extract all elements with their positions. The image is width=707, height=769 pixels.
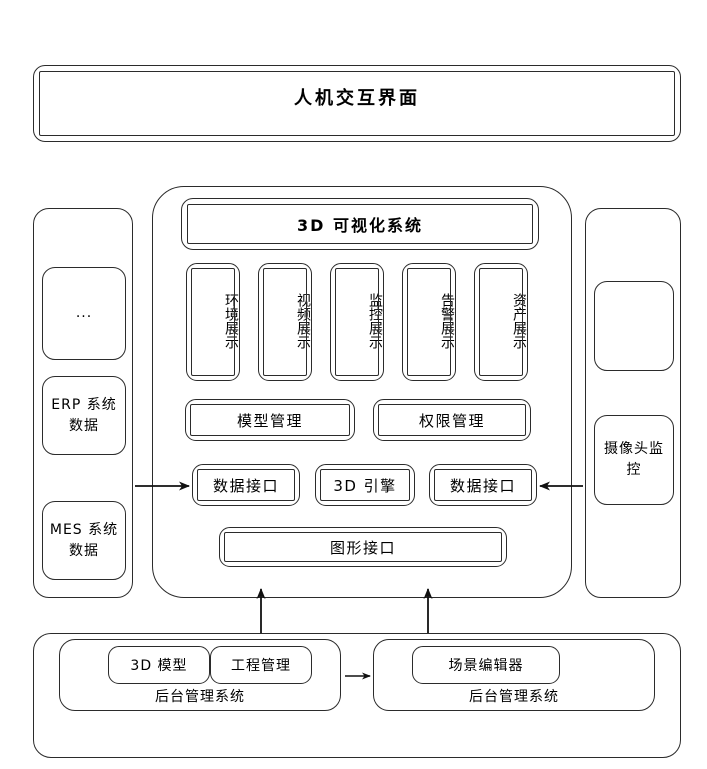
module-graphics-interface[interactable]: 图形接口: [219, 527, 507, 567]
backend-item-3d-model[interactable]: 3D 模型: [108, 646, 210, 684]
data-source-more[interactable]: ...: [42, 267, 126, 360]
human-machine-interface-label: 人机交互界面: [294, 88, 420, 109]
module-data-interface-left[interactable]: 数据接口: [192, 464, 300, 506]
module-data-interface-right[interactable]: 数据接口: [429, 464, 537, 506]
module-video-display[interactable]: 视频展示: [258, 263, 312, 381]
module-asset-display[interactable]: 资产展示: [474, 263, 528, 381]
camera-source-empty[interactable]: [594, 281, 674, 371]
data-source-mes[interactable]: MES 系统数据: [42, 501, 126, 580]
module-3d-engine[interactable]: 3D 引擎: [315, 464, 415, 506]
backend-item-project-management[interactable]: 工程管理: [210, 646, 312, 684]
module-permission-management[interactable]: 权限管理: [373, 399, 531, 441]
3d-visualization-system-header[interactable]: 3D 可视化系统: [181, 198, 539, 250]
data-source-column: ... ERP 系统数据 MES 系统数据: [33, 208, 133, 598]
3d-visualization-system-label: 3D 可视化系统: [297, 216, 423, 235]
backend-item-scene-editor[interactable]: 场景编辑器: [412, 646, 560, 684]
backend-group-left-label: 后台管理系统: [155, 689, 245, 705]
human-machine-interface-panel[interactable]: 人机交互界面: [33, 65, 681, 142]
backend-group-right-label: 后台管理系统: [469, 689, 559, 705]
camera-source-column: 摄像头监控: [585, 208, 681, 598]
module-environment-display[interactable]: 环境展示: [186, 263, 240, 381]
camera-source-monitor[interactable]: 摄像头监控: [594, 415, 674, 505]
module-alarm-display[interactable]: 告警展示: [402, 263, 456, 381]
module-monitoring-display[interactable]: 监控展示: [330, 263, 384, 381]
data-source-erp[interactable]: ERP 系统数据: [42, 376, 126, 455]
module-model-management[interactable]: 模型管理: [185, 399, 355, 441]
